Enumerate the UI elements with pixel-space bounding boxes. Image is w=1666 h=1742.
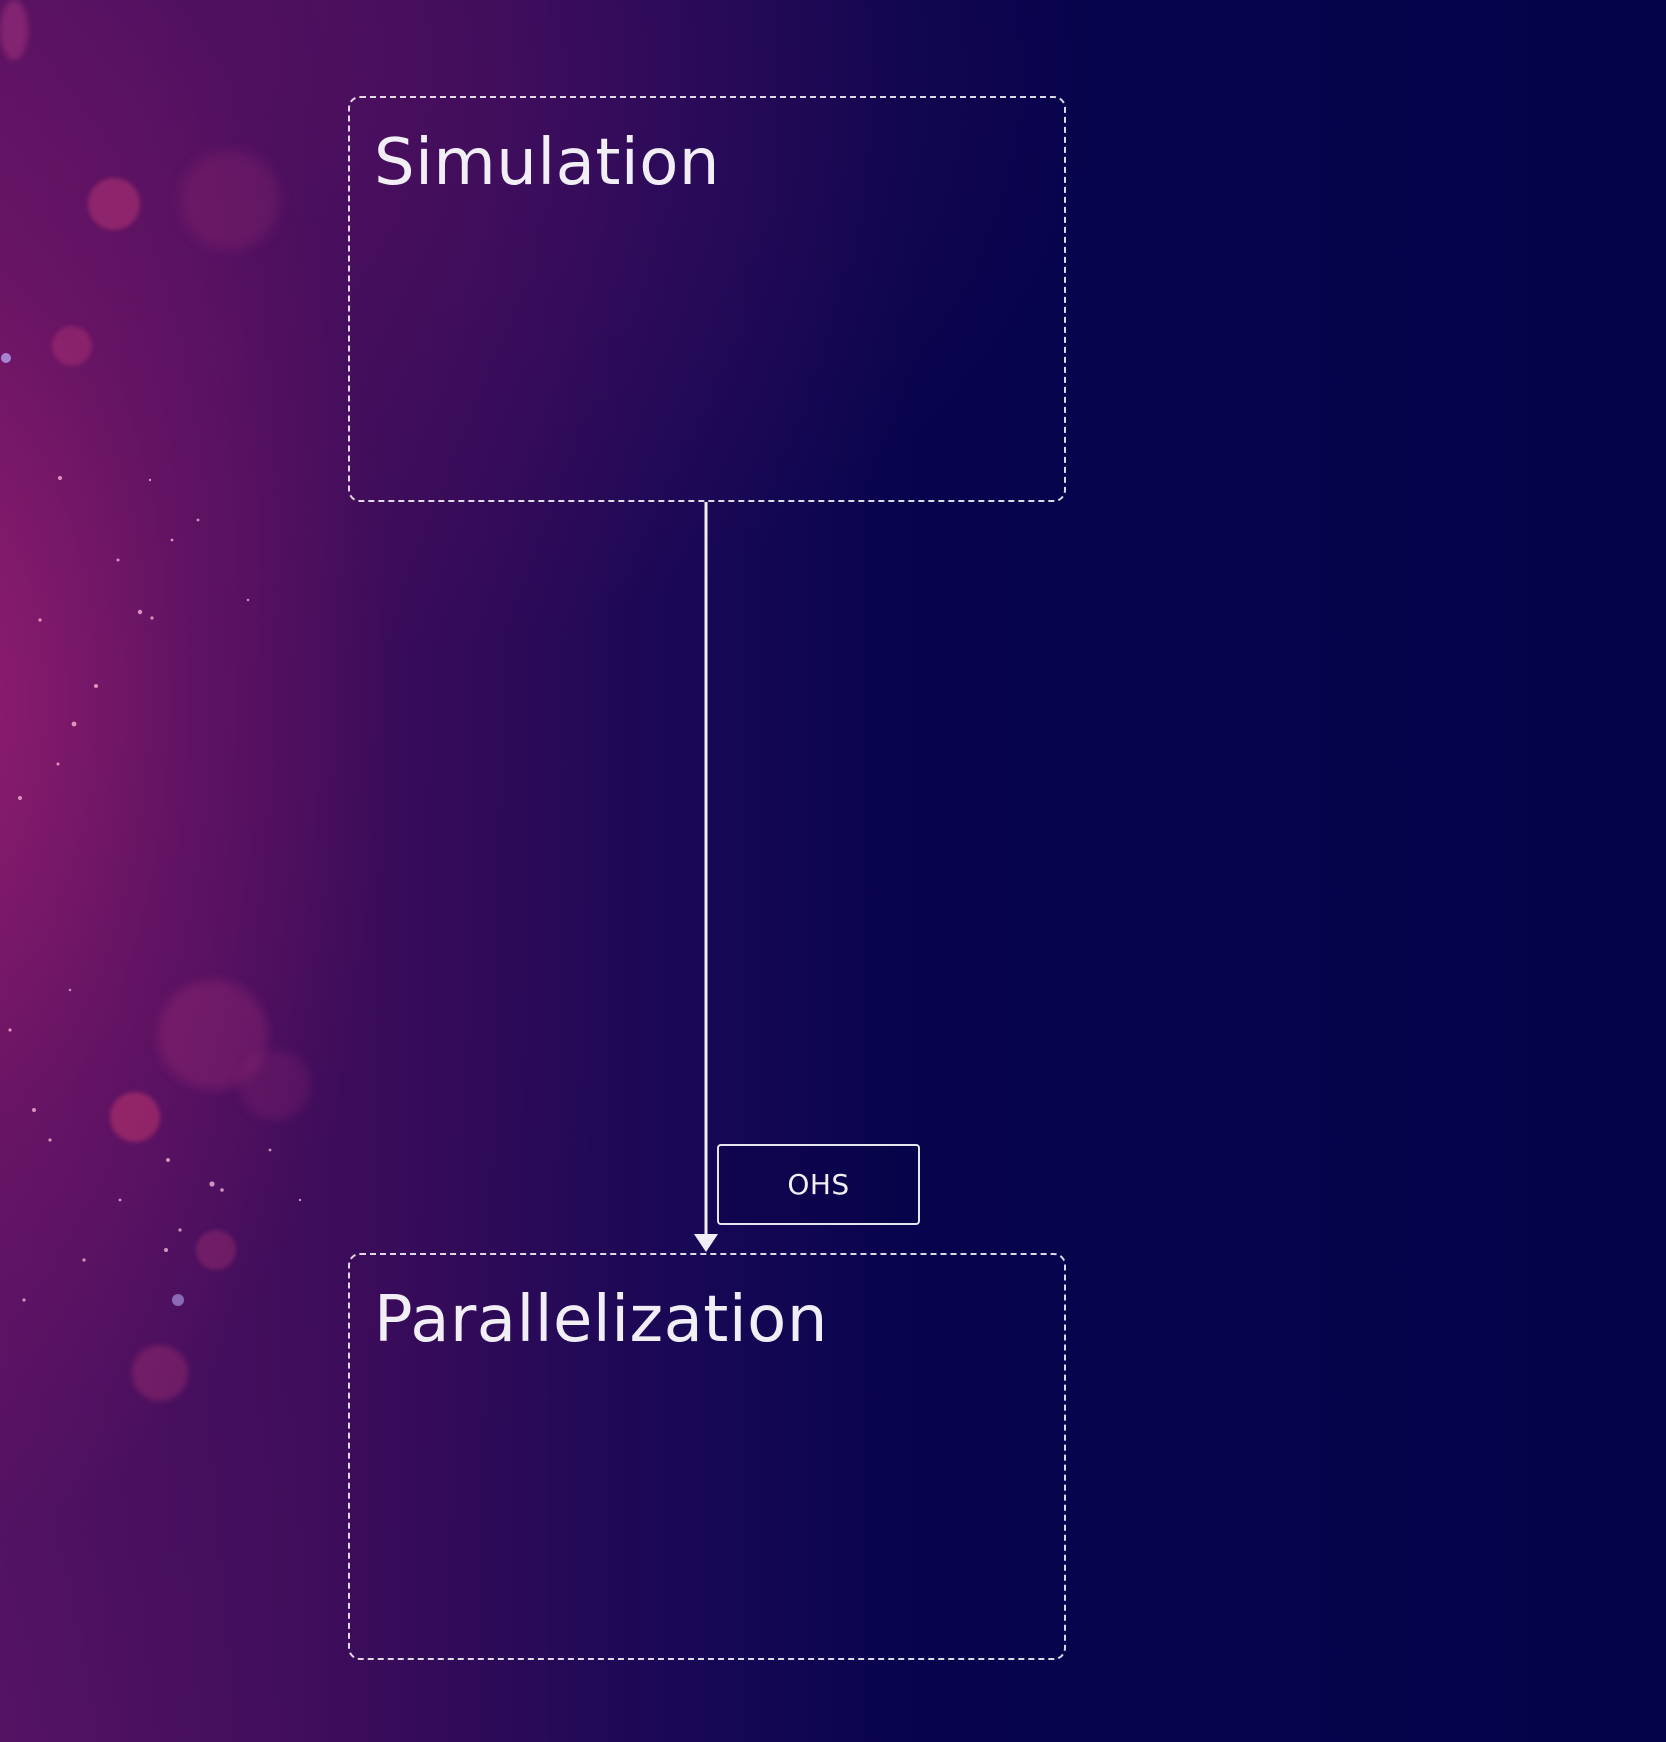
bokeh-light [158, 980, 268, 1090]
bokeh-light [196, 1230, 236, 1270]
bokeh-light [240, 1050, 310, 1120]
edge-label: OHS [787, 1168, 850, 1201]
bokeh-light [0, 0, 28, 60]
node-title: Simulation [374, 126, 720, 200]
arrowhead-icon [694, 1234, 718, 1252]
bokeh-light [110, 1092, 160, 1142]
bokeh-light [52, 326, 92, 366]
node-simulation: Simulation [348, 96, 1066, 502]
node-title: Parallelization [374, 1283, 828, 1357]
bokeh-light [132, 1345, 188, 1401]
bokeh-light [88, 178, 140, 230]
bokeh-light [180, 150, 280, 250]
edge-label-box: OHS [717, 1144, 920, 1225]
node-parallelization: Parallelization [348, 1253, 1066, 1660]
